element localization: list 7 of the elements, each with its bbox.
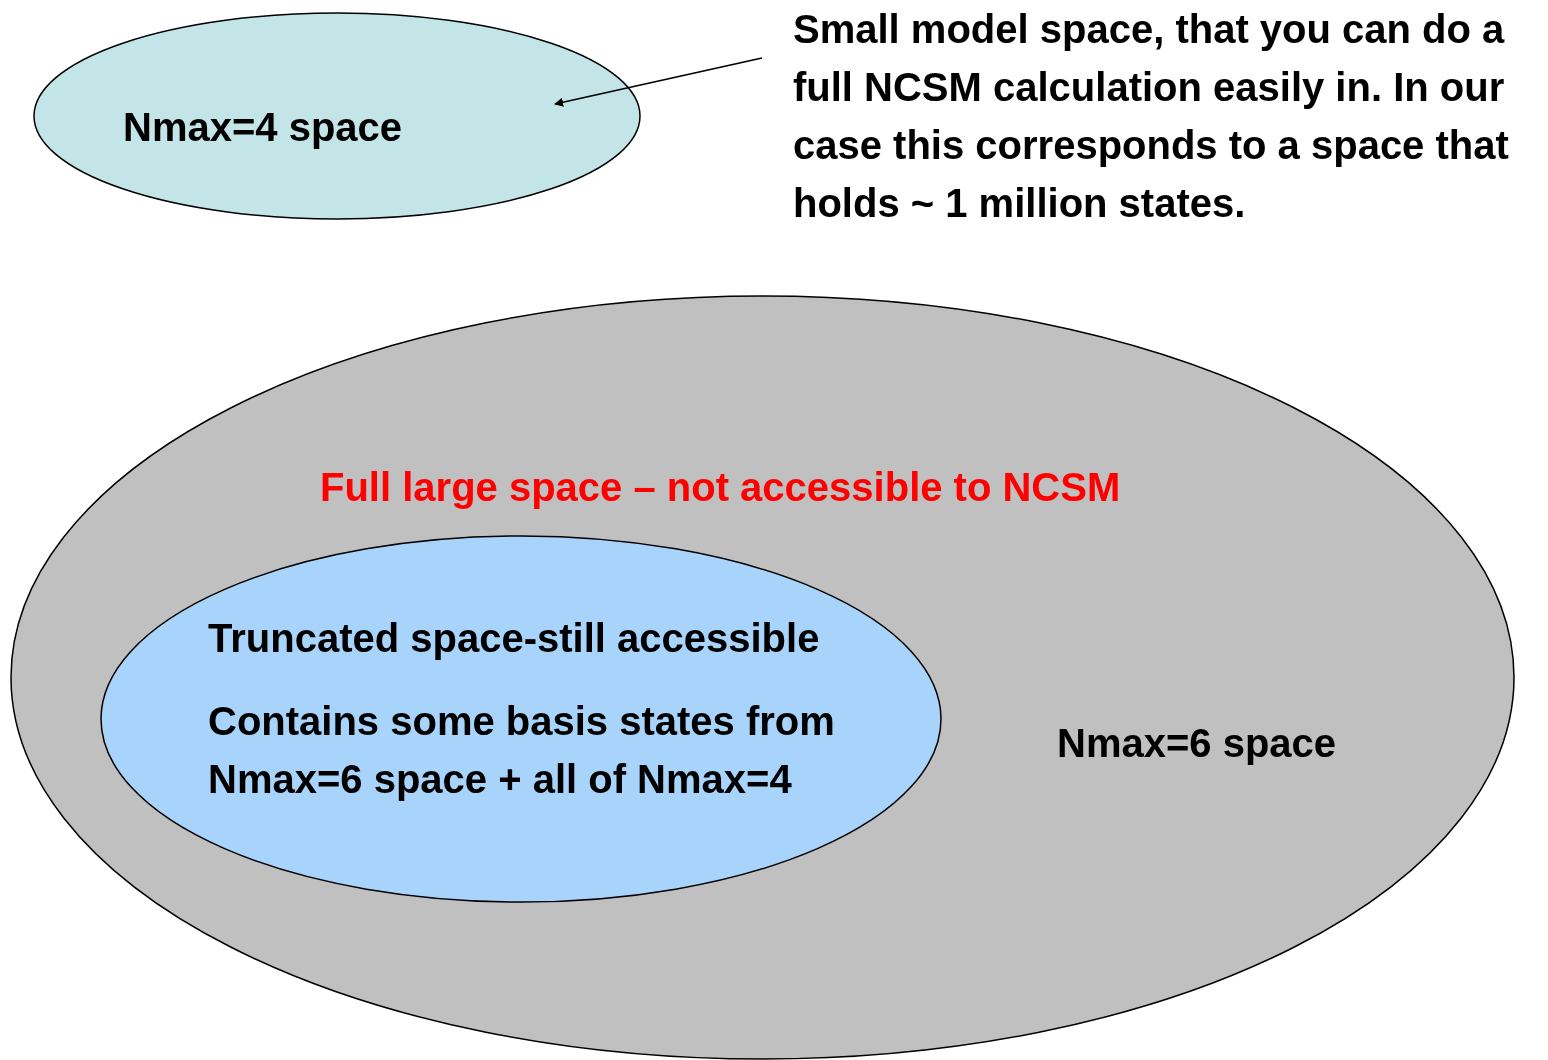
ellipse-label: Contains some basis states from Nmax=6 space + all of Nmax=4 <box>208 698 836 803</box>
ellipse-heading: Truncated space-still accessible <box>208 615 821 662</box>
ellipse-label: Nmax=4 space <box>123 104 404 151</box>
arrow <box>554 57 763 107</box>
ellipse-heading: Full large space – not accessible to NCSM <box>320 464 1122 511</box>
ellipse-label: Nmax=6 space <box>1057 720 1338 767</box>
annotation-text: Small model space, that you can do a full NCSM calculation easily in. In our case this corresponds to a space that holds ~ 1 million states. <box>793 6 1510 227</box>
